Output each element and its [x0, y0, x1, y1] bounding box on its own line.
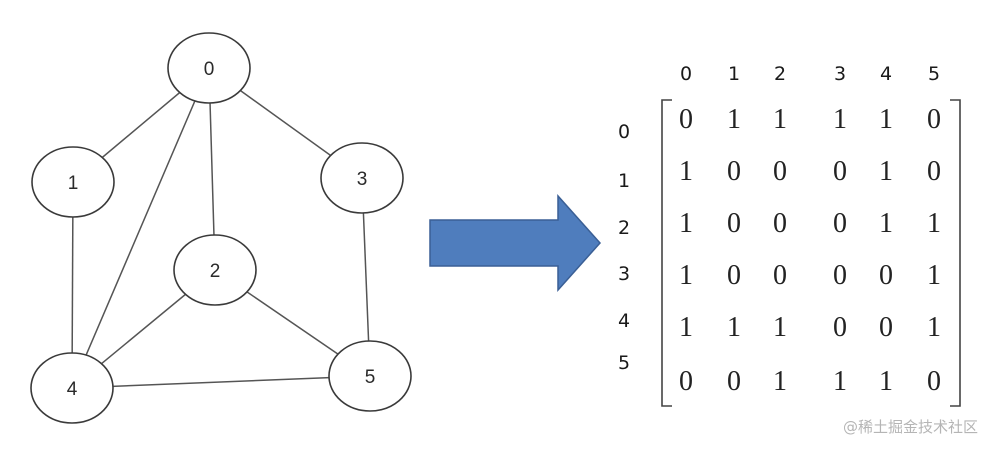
matrix-cell-3-2: 0: [773, 260, 787, 291]
matrix-cell-0-5: 0: [927, 104, 941, 135]
graph-node-label: 0: [204, 59, 215, 80]
matrix-cell-5-3: 1: [833, 366, 847, 397]
matrix-right-bracket: [950, 99, 961, 407]
matrix-cell-2-1: 0: [727, 208, 741, 239]
graph-nodes: 0 1 2 3 4 5: [30, 32, 412, 424]
graph-node-label: 1: [68, 173, 79, 194]
graph-node-4: 4: [30, 352, 114, 424]
matrix-cell-3-0: 1: [679, 260, 693, 291]
matrix-row-header: 0: [618, 121, 630, 143]
matrix-cell-0-1: 1: [727, 104, 741, 135]
matrix-cell-0-2: 1: [773, 104, 787, 135]
right-arrow-icon: [429, 194, 602, 292]
graph-node-circle: [328, 340, 412, 412]
matrix-cell-2-5: 1: [927, 208, 941, 239]
matrix-cell-2-2: 0: [773, 208, 787, 239]
adjacency-matrix: 0 1 1 1 1 0 1 0 0 0 1 0 1 0 0 0 1 1 1 0 0 0 0 1 1 1 1 0 0 1 0 0 1 1 1 0: [679, 104, 941, 397]
graph-node-3: 3: [320, 142, 404, 214]
matrix-row-headers: 0 1 2 3 4 5: [618, 121, 630, 374]
matrix-cell-2-0: 1: [679, 208, 693, 239]
matrix-column-header: 1: [728, 63, 740, 85]
matrix-cell-4-0: 1: [679, 312, 693, 343]
matrix-column-header: 2: [774, 63, 786, 85]
matrix-cell-5-0: 0: [679, 366, 693, 397]
graph-node-label: 4: [67, 379, 78, 400]
matrix-column-header: 3: [834, 63, 846, 85]
matrix-cell-3-3: 0: [833, 260, 847, 291]
matrix-cell-2-3: 0: [833, 208, 847, 239]
graph-node-circle: [31, 146, 115, 218]
graph-node-0: 0: [167, 32, 251, 104]
matrix-row-header: 1: [618, 170, 630, 192]
matrix-cell-5-4: 1: [879, 366, 893, 397]
graph-node-label: 2: [210, 261, 221, 282]
matrix-cell-1-5: 0: [927, 156, 941, 187]
matrix-cell-4-4: 0: [879, 312, 893, 343]
matrix-left-bracket: [661, 99, 672, 407]
matrix-column-header: 0: [680, 63, 692, 85]
watermark: @稀土掘金技术社区: [843, 418, 978, 436]
matrix-cell-1-0: 1: [679, 156, 693, 187]
matrix-cell-3-1: 0: [727, 260, 741, 291]
graph-edges: [71, 67, 371, 389]
graph-node-label: 5: [365, 367, 376, 388]
graph-node-circle: [173, 234, 257, 306]
matrix-cell-1-1: 0: [727, 156, 741, 187]
matrix-cell-1-2: 0: [773, 156, 787, 187]
graph-edge-4-5: [71, 375, 371, 389]
matrix-cell-3-4: 0: [879, 260, 893, 291]
matrix-cell-1-3: 0: [833, 156, 847, 187]
matrix-cell-4-5: 1: [927, 312, 941, 343]
matrix-column-header: 5: [928, 63, 940, 85]
matrix-row-header: 2: [618, 217, 630, 239]
graph-node-label: 3: [357, 169, 368, 190]
matrix-cell-4-2: 1: [773, 312, 787, 343]
matrix-cell-0-0: 0: [679, 104, 693, 135]
matrix-cell-5-2: 1: [773, 366, 787, 397]
graph-node-circle: [167, 32, 251, 104]
graph-edge-0-4: [71, 67, 210, 389]
matrix-row-header: 4: [618, 310, 630, 332]
matrix-cell-3-5: 1: [927, 260, 941, 291]
matrix-cell-1-4: 1: [879, 156, 893, 187]
matrix-cell-4-3: 0: [833, 312, 847, 343]
matrix-row-header: 5: [618, 352, 630, 374]
matrix-column-headers: 0 1 2 3 4 5: [680, 63, 940, 85]
graph-node-1: 1: [31, 146, 115, 218]
matrix-column-header: 4: [880, 63, 892, 85]
graph-node-5: 5: [328, 340, 412, 412]
matrix-cell-5-5: 0: [927, 366, 941, 397]
graph-node-circle: [320, 142, 404, 214]
graph-node-circle: [30, 352, 114, 424]
matrix-cell-0-3: 1: [833, 104, 847, 135]
matrix-row-header: 3: [618, 263, 630, 285]
graph-node-2: 2: [173, 234, 257, 306]
matrix-cell-4-1: 1: [727, 312, 741, 343]
matrix-cell-0-4: 1: [879, 104, 893, 135]
matrix-cell-2-4: 1: [879, 208, 893, 239]
matrix-cell-5-1: 0: [727, 366, 741, 397]
